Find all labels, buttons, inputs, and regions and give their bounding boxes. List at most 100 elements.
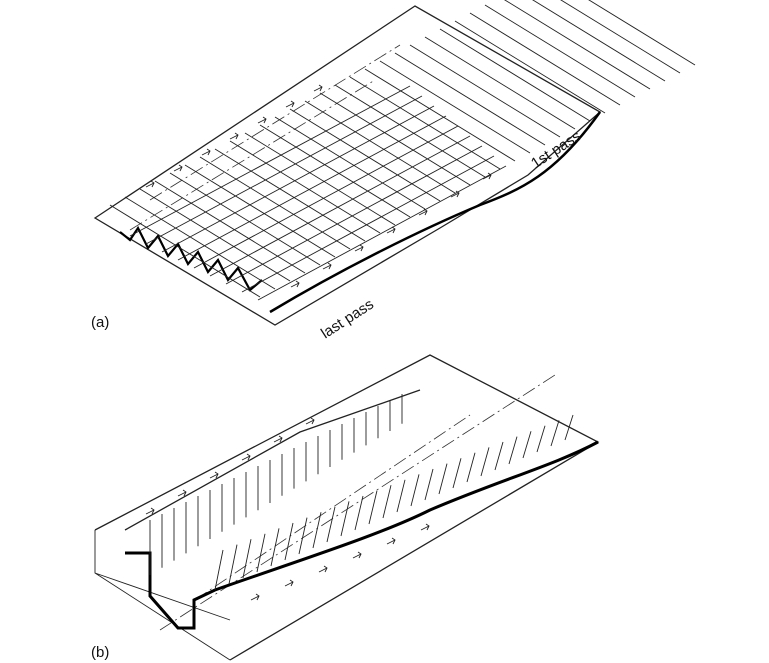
panel-b-label: (b) [91,644,110,661]
wall-strip [396,479,406,513]
hatch-line [154,180,306,274]
flow-arrow [386,537,396,545]
wall-strip [438,463,448,495]
wall-strip [424,468,434,501]
flow-arrow [313,84,323,92]
wall-strip [382,485,392,519]
flow-arrow [201,148,211,156]
forming-strip [145,95,423,245]
flow-arrow [386,226,396,234]
hatch-line [184,164,336,258]
flow-arrow [209,471,219,479]
panel-a-label: (a) [91,314,110,331]
upper-wall-edge [124,389,421,531]
hatch-line [304,100,456,194]
hatch-line [588,0,696,66]
forming-strip [129,85,411,237]
flow-arrow [229,132,239,140]
wall-strip [494,441,504,471]
hatch-line [109,204,261,298]
wall-strip [228,544,238,585]
forming-strip [257,165,507,301]
hatch-line [199,156,351,250]
flow-arrow [145,180,155,188]
base-block [94,530,231,661]
flow-arrow [173,164,183,172]
flow-arrows-b [145,417,430,601]
centre-line-a1 [149,44,401,201]
hatch-line [439,28,591,122]
wall-strip [508,436,518,465]
wall-strip [536,425,546,453]
wall-strip [284,522,294,561]
flow-arrow [322,262,332,270]
sheet-outline-b [94,354,600,661]
panel-a-multi-pass-forming [93,0,696,326]
hatch-line [349,76,501,170]
hatch-line [484,4,636,98]
wall-strip [522,431,532,459]
flow-arrow [285,100,295,108]
wall-strip [452,458,462,489]
hatch-line [274,116,426,210]
flow-arrow [241,453,251,461]
hatching-a [109,0,696,298]
hatch-line [334,84,486,178]
hatch-line [139,188,291,282]
hatch-line [319,92,471,186]
hatch-line [364,68,516,162]
wall-strip [480,447,490,477]
flow-arrow [352,551,362,559]
wall-strip [270,528,280,567]
forming-strip [161,105,435,253]
flow-arrow [418,208,428,216]
forming-strip [241,155,495,293]
hatch-line [289,108,441,202]
flow-arrow [420,523,430,531]
channel-profile [125,440,599,630]
wall-strip [368,490,378,525]
centre-line-b2 [194,414,471,601]
forming-strip [177,115,447,261]
hatch-line [504,0,651,90]
corrugated-profile-last-pass [119,225,263,292]
forming-strips-a [129,85,507,301]
flow-arrow [305,417,315,425]
flow-arrow [273,435,283,443]
wall-strip [242,539,252,579]
flow-arrow [250,593,260,601]
hatch-line [169,172,321,266]
first-pass-edge [269,111,602,314]
wall-strip [340,501,350,537]
hatch-line [244,132,396,226]
flow-arrow [354,244,364,252]
flow-arrows-a [145,84,492,288]
flow-arrow [450,190,460,198]
forming-strip [209,135,471,277]
hatch-line [409,44,561,138]
hatch-line [379,60,531,154]
wall-strip [312,512,322,549]
flow-arrow [482,172,492,180]
hatch-line [560,0,681,74]
hatch-line [394,52,546,146]
panel-b-single-channel [94,354,600,661]
wall-strip [550,420,560,447]
hatch-line [469,12,621,106]
wall-strip [564,414,574,441]
hatch-line [229,140,381,234]
flow-arrow [257,116,267,124]
hatch-line [259,124,411,218]
flow-arrow [145,507,155,515]
hatch-line [214,148,366,242]
forming-strip [225,145,483,285]
wall-strip [298,517,308,555]
wall-strip [214,549,224,591]
hatch-line [124,196,276,290]
flow-arrow [284,579,294,587]
hatch-line [454,20,606,114]
wall-strip [466,452,476,483]
sheet-outline-a [93,5,602,326]
flow-arrow [290,280,300,288]
